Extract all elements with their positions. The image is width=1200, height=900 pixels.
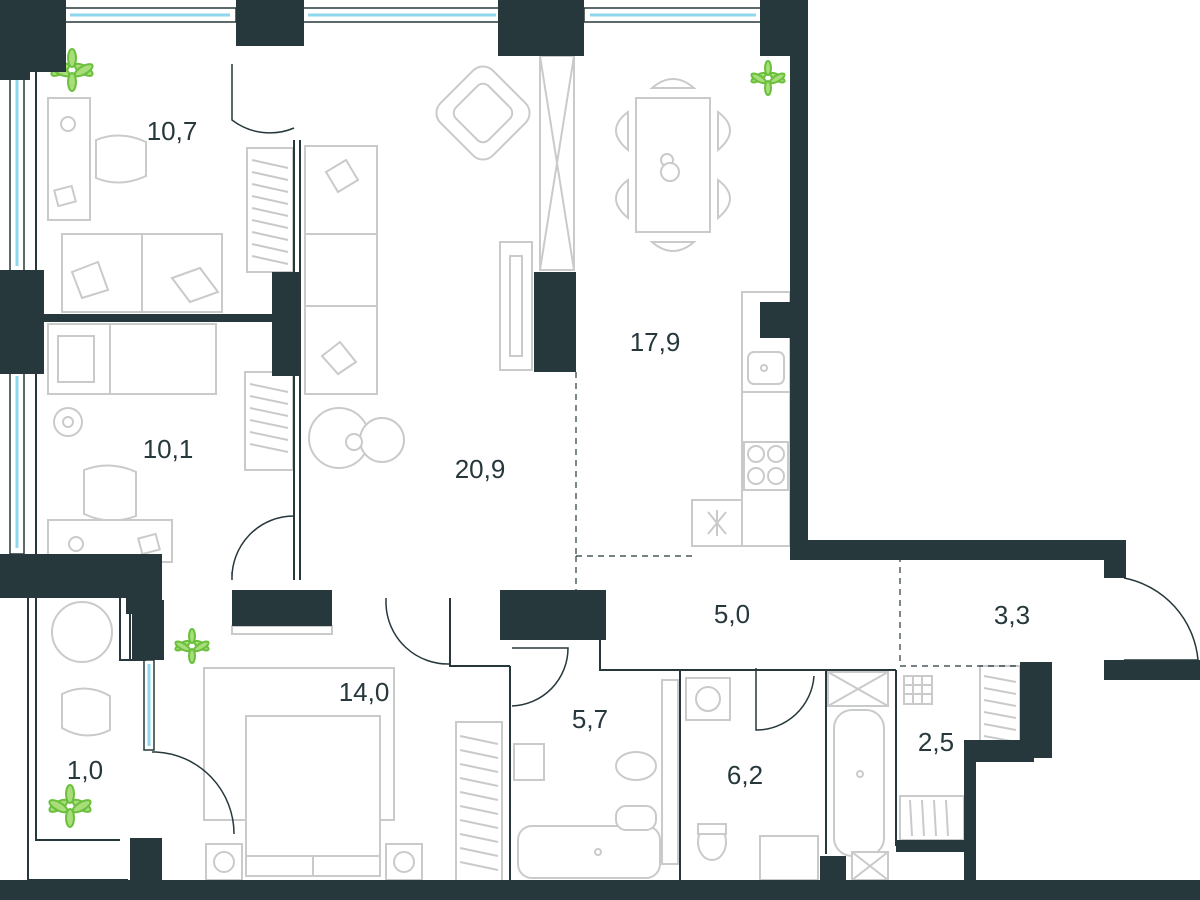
area-label-bedroom-2: 10,1	[143, 434, 194, 464]
area-label-wardrobe: 2,5	[918, 727, 954, 757]
room-labels: 10,7 10,1 20,9 17,9 14,0 1,0 5,0 3,3 5,7…	[67, 116, 1030, 790]
area-label-living-room: 20,9	[455, 454, 506, 484]
area-label-bedroom-1: 10,7	[147, 116, 198, 146]
doors	[152, 64, 1199, 835]
area-label-balcony: 1,0	[67, 755, 103, 785]
windows	[9, 7, 763, 751]
area-label-bathroom-2: 6,2	[727, 760, 763, 790]
area-label-master-bedroom: 14,0	[339, 677, 390, 707]
area-label-kitchen: 17,9	[630, 327, 681, 357]
area-label-bathroom-1: 5,7	[572, 704, 608, 734]
area-label-hall: 5,0	[714, 599, 750, 629]
area-label-entrance: 3,3	[994, 600, 1030, 630]
furniture	[47, 55, 1021, 883]
